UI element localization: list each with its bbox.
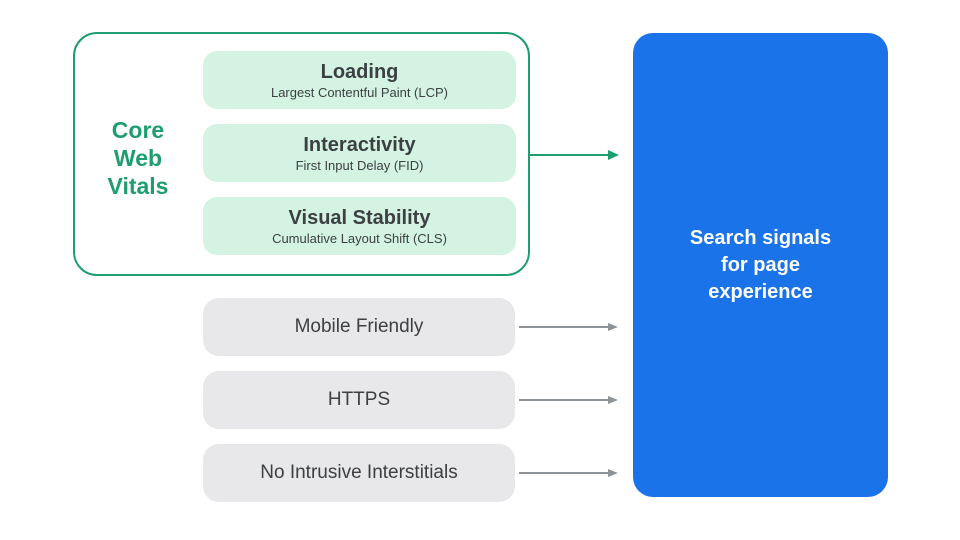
signal-item-no-intrusive-interstitials: No Intrusive Interstitials bbox=[203, 444, 515, 502]
vital-item-interactivity: Interactivity First Input Delay (FID) bbox=[203, 124, 516, 182]
arrow-head-icon bbox=[608, 469, 618, 477]
search-signals-panel: Search signals for page experience bbox=[633, 33, 888, 497]
arrow-head-icon bbox=[608, 396, 618, 404]
search-signals-label: Search signals for page experience bbox=[689, 226, 832, 303]
vital-title: Loading bbox=[320, 60, 399, 83]
arrow-head-icon bbox=[608, 323, 618, 331]
mobile-friendly-arrow bbox=[519, 322, 618, 332]
arrow-head-icon bbox=[608, 150, 619, 160]
vital-item-loading: Loading Largest Contentful Paint (LCP) bbox=[203, 51, 516, 109]
signal-label: HTTPS bbox=[327, 389, 391, 410]
core-web-vitals-arrow bbox=[530, 149, 619, 161]
vital-item-visual-stability: Visual Stability Cumulative Layout Shift… bbox=[203, 197, 516, 255]
arrow-line bbox=[519, 326, 608, 328]
vital-subtitle: Cumulative Layout Shift (CLS) bbox=[272, 230, 447, 246]
vital-subtitle: First Input Delay (FID) bbox=[295, 157, 424, 173]
https-arrow bbox=[519, 395, 618, 405]
arrow-line bbox=[519, 472, 608, 474]
no-intrusive-interstitials-arrow bbox=[519, 468, 618, 478]
vital-title: Visual Stability bbox=[288, 206, 431, 229]
core-web-vitals-group: Core Web Vitals Loading Largest Contentf… bbox=[73, 32, 530, 276]
vital-subtitle: Largest Contentful Paint (LCP) bbox=[270, 84, 449, 100]
vital-title: Interactivity bbox=[303, 133, 416, 156]
arrow-line bbox=[519, 399, 608, 401]
arrow-line bbox=[530, 153, 608, 157]
signal-label: Mobile Friendly bbox=[294, 316, 424, 337]
signal-item-https: HTTPS bbox=[203, 371, 515, 429]
core-web-vitals-label: Core Web Vitals bbox=[107, 117, 169, 199]
signal-label: No Intrusive Interstitials bbox=[260, 462, 458, 483]
signal-item-mobile-friendly: Mobile Friendly bbox=[203, 298, 515, 356]
